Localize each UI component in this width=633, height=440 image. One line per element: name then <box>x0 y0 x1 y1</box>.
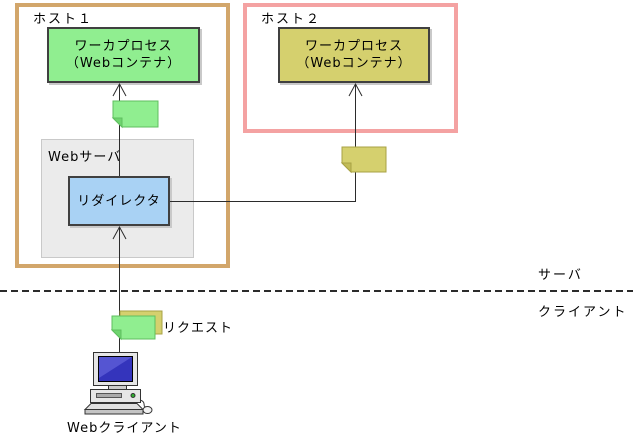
mouse <box>142 406 153 414</box>
power-led <box>130 393 136 398</box>
yellow-note-icon <box>340 146 387 174</box>
request-green-note-icon <box>110 315 156 341</box>
request-label: リクエスト <box>163 321 234 336</box>
keyboard <box>83 403 145 410</box>
host2-label: ホスト２ <box>261 12 322 27</box>
desktop-computer-icon <box>83 352 153 415</box>
worker-process-2-label-line1: ワーカプロセス <box>304 39 403 54</box>
worker-process-1-label-line2: （Webコンテナ） <box>65 56 182 71</box>
request-yellow-note-icon <box>119 310 163 335</box>
screen-highlight <box>99 357 132 378</box>
redirector-box: リダイレクタ <box>68 176 170 226</box>
redirector-label: リダイレクタ <box>77 193 161 209</box>
web-client-label: Webクライアント <box>67 421 182 436</box>
worker-process-2-label-line2: （Webコンテナ） <box>296 56 412 71</box>
client-zone-label: クライアント <box>538 305 628 320</box>
worker-process-2-box: ワーカプロセス （Webコンテナ） <box>278 27 430 83</box>
web-server-label: Webサーバ <box>48 150 122 165</box>
mouse-cable <box>139 399 147 408</box>
server-zone-label: サーバ <box>538 268 583 283</box>
worker-process-1-label-line1: ワーカプロセス <box>74 39 173 54</box>
host1-label: ホスト１ <box>33 12 94 27</box>
worker-process-1-box: ワーカプロセス （Webコンテナ） <box>47 27 200 83</box>
